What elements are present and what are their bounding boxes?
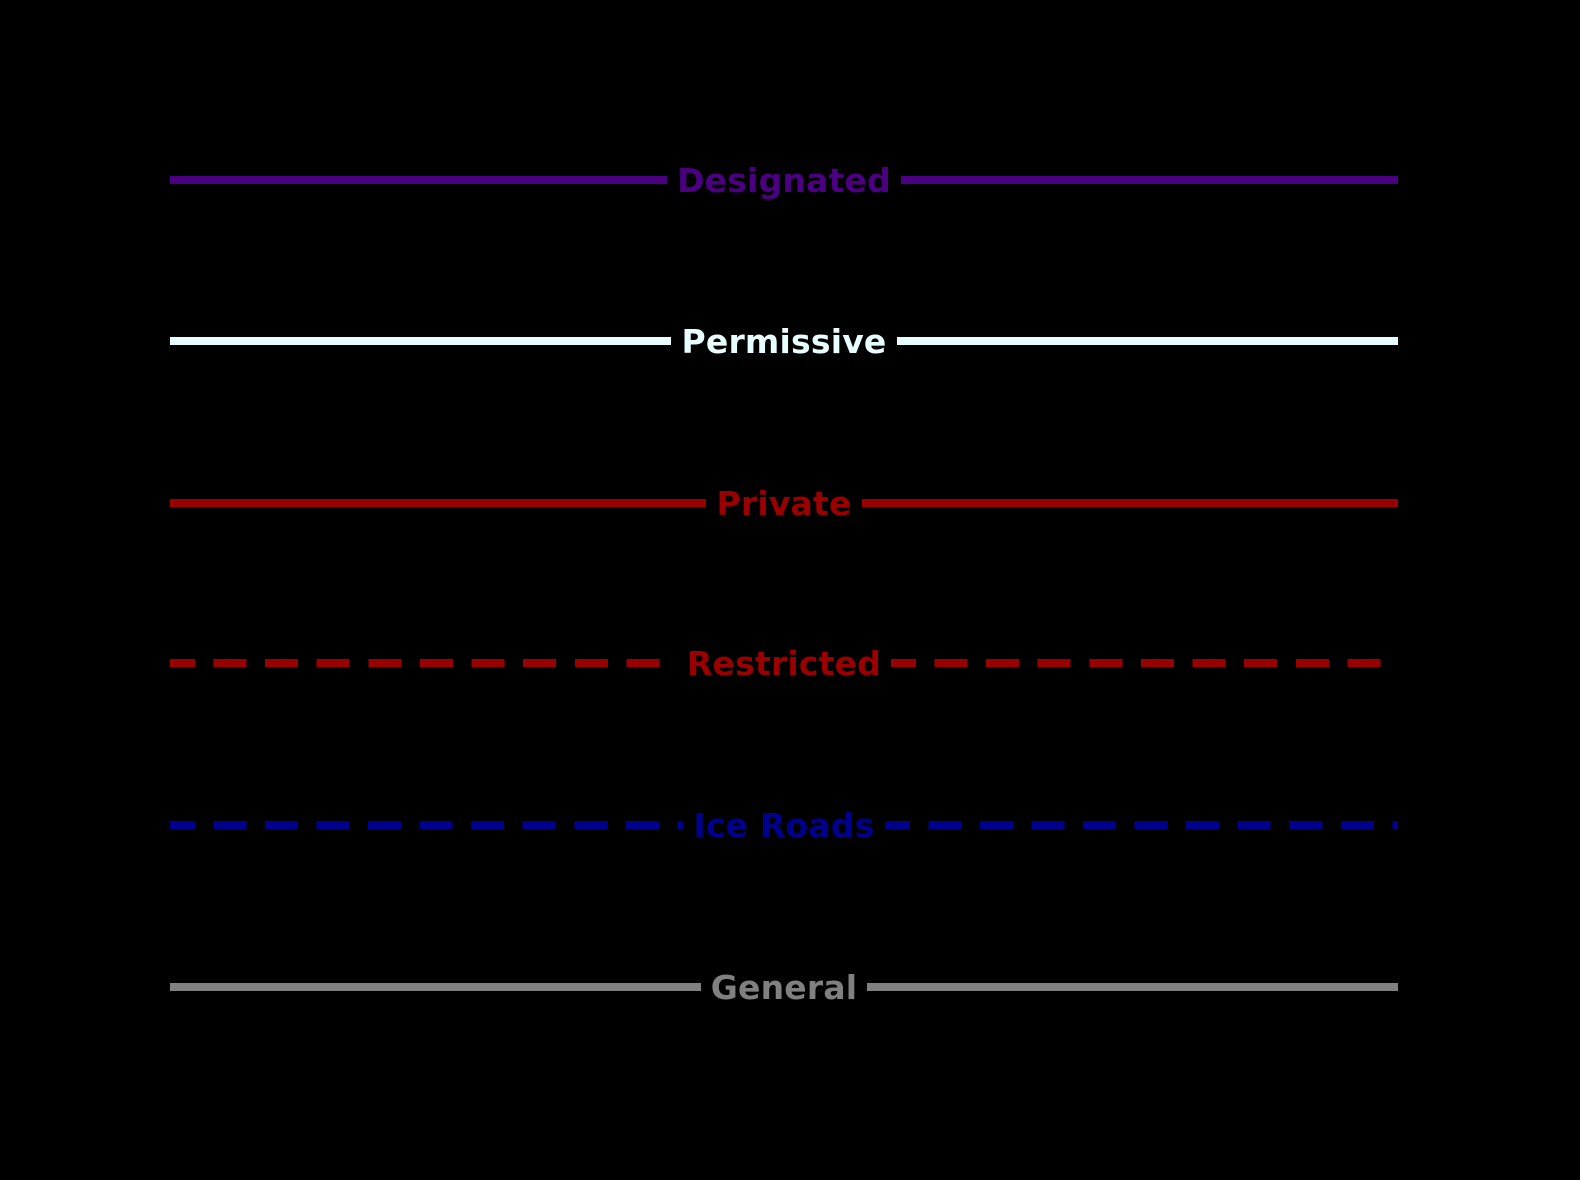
legend-label-ice-roads: Ice Roads — [693, 805, 875, 845]
legend-label-permissive: Permissive — [681, 321, 887, 361]
legend-label-restricted: Restricted — [686, 643, 882, 683]
legend-entry-general: General — [170, 957, 1398, 1017]
legend-entry-restricted: Restricted — [170, 633, 1398, 693]
legend-entry-private: Private — [170, 473, 1398, 533]
legend-label-private: Private — [716, 483, 852, 523]
legend-label-designated: Designated — [677, 160, 891, 200]
legend-entry-designated: Designated — [170, 150, 1398, 210]
legend-entry-permissive: Permissive — [170, 311, 1398, 371]
legend-label-general: General — [710, 967, 858, 1007]
legend-entry-ice-roads: Ice Roads — [170, 795, 1398, 855]
